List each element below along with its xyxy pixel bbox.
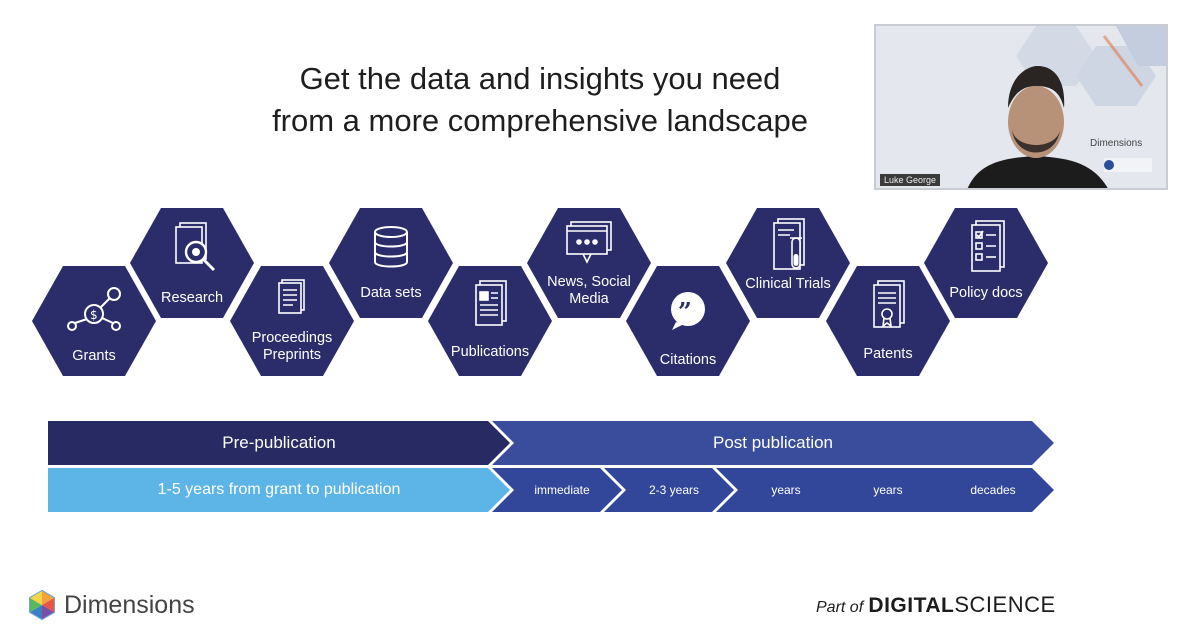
post-publication-label: Post publication	[712, 433, 834, 452]
title-line-1: Get the data and insights you need	[299, 61, 781, 96]
magnifier-document-icon	[130, 220, 254, 280]
test-tube-document-icon	[726, 216, 850, 276]
publication-icon	[428, 278, 552, 330]
webcam-video[interactable]: Dimensions Luke George	[874, 24, 1168, 190]
hex-citations: ” Citations	[626, 266, 750, 376]
hex-proceedings: Proceedings Preprints	[230, 266, 354, 376]
svg-text:”: ”	[678, 297, 692, 326]
grant-money-icon: $	[32, 284, 156, 334]
timeline-step-label: 2-3 years	[648, 483, 700, 497]
timeline-step: years	[818, 468, 948, 512]
title-line-2: from a more comprehensive landscape	[272, 103, 808, 138]
dimensions-brand: Dimensions	[64, 590, 195, 619]
timeline-step: decades	[922, 468, 1054, 512]
timeline-step-label: decades	[970, 483, 1016, 497]
hex-label: Clinical Trials	[745, 276, 831, 292]
hex-label: Citations	[659, 352, 717, 368]
participant-name: Luke George	[880, 174, 941, 186]
pre-publication-bar: Pre-publication	[48, 421, 510, 465]
part-of-text: Part of	[816, 599, 864, 616]
hex-label: Data sets	[360, 285, 422, 301]
hex-label: Patents	[863, 346, 913, 362]
timeline-step: immediate	[492, 468, 622, 512]
timeline-step-label: immediate	[534, 483, 590, 497]
pre-publication-label: Pre-publication	[222, 433, 336, 452]
hex-research: Research	[130, 208, 254, 318]
hex-label: Research	[160, 290, 224, 306]
timeline-step: 2-3 years	[604, 468, 734, 512]
slide-title: Get the data and insights you need from …	[200, 58, 880, 142]
hex-data-sets: Data sets	[329, 208, 453, 318]
hex-news-social: News, Social Media	[527, 208, 651, 318]
hex-label: News, Social Media	[547, 274, 631, 307]
hex-label: Policy docs	[949, 285, 1023, 301]
timeline-step: years	[716, 468, 846, 512]
webcam-brand-text: Dimensions	[1090, 138, 1143, 149]
chat-window-icon	[527, 220, 651, 266]
hex-label: Grants	[72, 348, 116, 364]
pre-publication-duration: 1-5 years from grant to publication	[157, 481, 401, 498]
hex-label: Proceedings Preprints	[251, 330, 333, 363]
hex-grants: $ Grants	[32, 266, 156, 376]
hex-publications: Publications	[428, 266, 552, 376]
digital-science-tagline: Part of DIGITALSCIENCE	[816, 592, 1056, 618]
webcam-feed	[876, 26, 1166, 188]
hex-policy-docs: Policy docs	[924, 208, 1048, 318]
dimensions-logo-icon	[29, 589, 55, 621]
svg-text:$: $	[90, 308, 98, 322]
checklist-icon	[924, 218, 1048, 274]
certificate-icon	[826, 278, 950, 336]
hex-label: Publications	[450, 344, 530, 360]
document-stack-icon	[230, 276, 354, 316]
science-text: SCIENCE	[954, 592, 1056, 617]
database-icon	[329, 224, 453, 272]
hex-patents: Patents	[826, 266, 950, 376]
timeline-step-label: years	[873, 483, 903, 497]
hex-clinical-trials: Clinical Trials	[726, 208, 850, 318]
dimensions-logo: Dimensions	[26, 588, 195, 622]
pre-publication-duration-bar: 1-5 years from grant to publication	[48, 468, 510, 512]
timeline-step-label: years	[771, 483, 801, 497]
quote-bubble-icon: ”	[626, 290, 750, 330]
digital-text: DIGITAL	[868, 594, 955, 617]
post-publication-bar: Post publication	[492, 421, 1054, 465]
